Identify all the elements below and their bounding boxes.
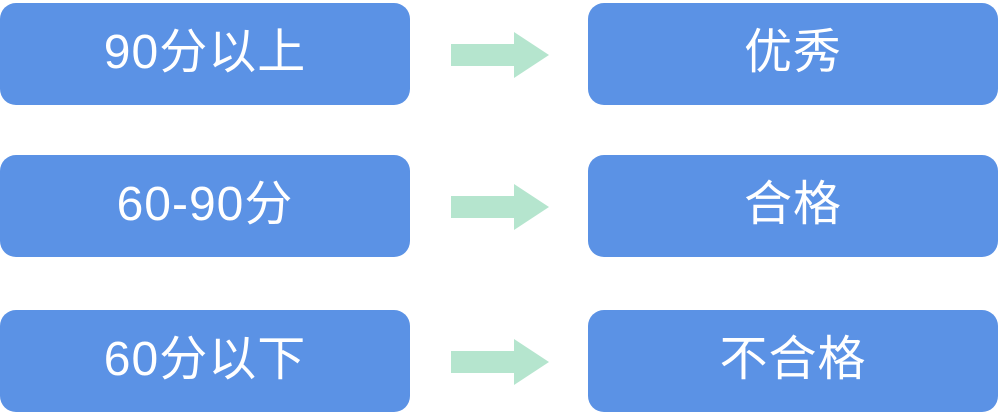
condition-box-2[interactable]: 60-90分 (0, 155, 410, 257)
right-arrow-icon (451, 339, 549, 385)
condition-label-1: 90分以上 (103, 25, 307, 79)
mapping-row: 60-90分 合格 (0, 155, 1000, 257)
result-label-1: 优秀 (743, 25, 842, 79)
right-arrow-icon (451, 184, 549, 230)
result-label-2: 合格 (743, 177, 842, 231)
condition-box-1[interactable]: 90分以上 (0, 3, 410, 105)
condition-box-3[interactable]: 60分以下 (0, 310, 410, 412)
mapping-row: 90分以上 优秀 (0, 3, 1000, 105)
right-arrow-icon (451, 32, 549, 78)
mapping-row: 60分以下 不合格 (0, 310, 1000, 412)
condition-label-2: 60-90分 (116, 177, 294, 231)
result-box-2[interactable]: 合格 (588, 155, 998, 257)
condition-label-3: 60分以下 (103, 332, 307, 386)
result-label-3: 不合格 (719, 332, 867, 386)
result-box-3[interactable]: 不合格 (588, 310, 998, 412)
result-box-1[interactable]: 优秀 (588, 3, 998, 105)
